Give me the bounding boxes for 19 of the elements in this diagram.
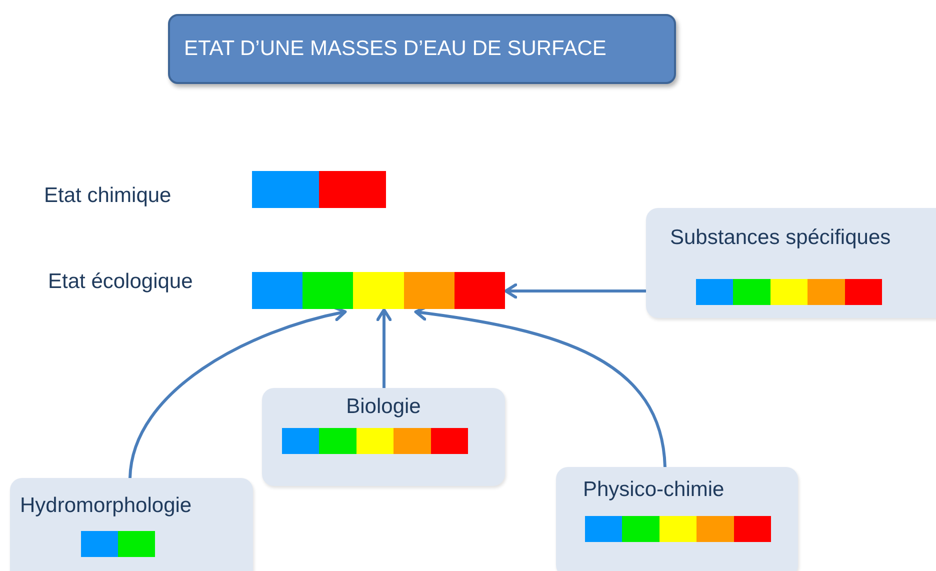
arrow [376,308,392,388]
category-title: Hydromorphologie [20,494,192,518]
state-label: Etat écologique [48,270,193,294]
color-scale-bar [696,279,882,305]
category-card [10,478,253,571]
color-scale-bar [252,272,505,309]
arrow [504,283,646,299]
color-scale-bar [81,531,155,557]
color-scale-bar [252,171,386,208]
category-card [262,388,505,486]
color-scale-bar [282,428,468,454]
category-card [556,467,798,571]
category-title: Substances spécifiques [670,226,891,250]
category-card [646,208,936,318]
state-label: Etat chimique [44,184,172,208]
category-title: Physico-chimie [583,478,724,502]
category-title: Biologie [345,395,422,419]
title-box: ETAT D’UNE MASSES D’EAU DE SURFACE [168,14,676,84]
color-scale-bar [585,516,771,542]
